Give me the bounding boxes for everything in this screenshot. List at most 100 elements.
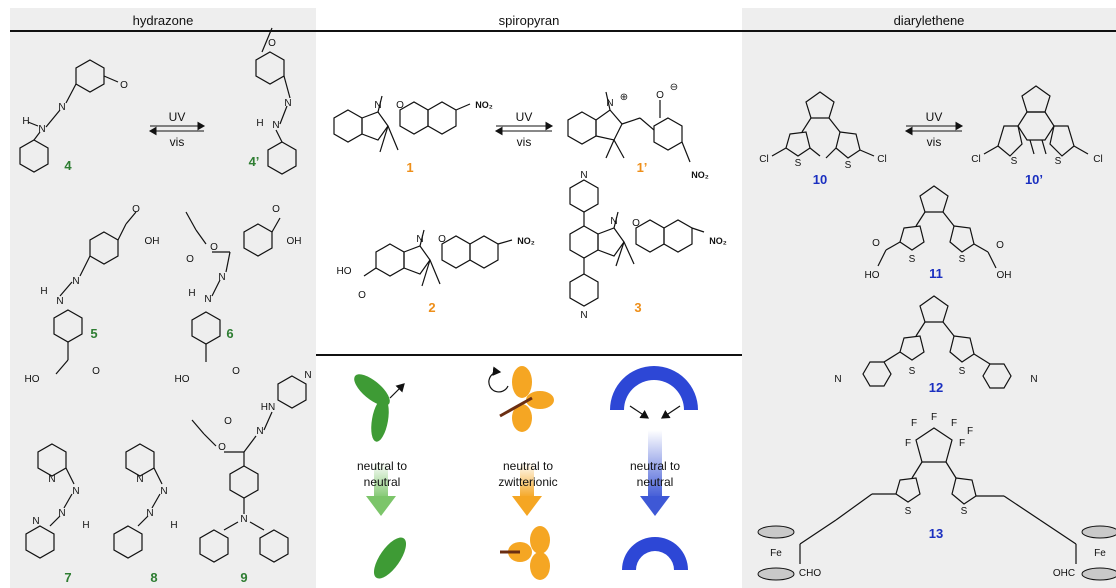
atom-N: N [272,120,279,131]
atom-HO: HO [25,374,40,385]
atom-H: H [170,520,177,531]
compound-label-10-prime: 10’ [1025,172,1043,187]
atom-O: O [632,218,640,229]
uv-label: UV [169,110,186,124]
compound-label-1-prime: 1’ [637,160,648,175]
atom-S: S [909,254,916,265]
atom-N: N [32,516,39,527]
atom-Cl: Cl [971,154,980,165]
charge-minus: ⊖ [670,82,678,93]
atom-F: F [911,418,917,429]
compound-label-1: 1 [406,160,413,175]
atom-O: O [268,38,276,49]
compound-label-2: 2 [428,300,435,315]
hydrazone-header-bg [10,8,316,31]
molecule-1-prime [567,91,691,163]
atom-O: O [186,254,194,265]
atom-S: S [795,158,802,169]
atom-NO2: NO₂ [709,236,727,246]
molecule-4 [19,59,119,173]
atom-N: N [72,276,79,287]
compound-label-6: 6 [226,326,233,341]
atom-Cl: Cl [877,154,886,165]
molecule-10-prime [983,85,1089,157]
molecule-4-prime [255,27,297,175]
compound-label-3: 3 [634,300,641,315]
molecule-13 [757,427,1116,581]
compound-label-4-prime: 4’ [249,154,260,169]
atom-OH: OH [997,270,1012,281]
atom-O: O [210,242,218,253]
atom-O: O [218,442,226,453]
atom-N: N [48,474,55,485]
atom-N: N [256,426,263,437]
diarylethene-panel [742,31,1116,588]
atom-H: H [188,288,195,299]
atom-O: O [120,80,128,91]
vis-label: vis [170,135,185,149]
atom-H: H [256,118,263,129]
atom-F: F [931,412,937,423]
molecule-7 [25,443,75,559]
atom-S: S [961,506,968,517]
orange-caption-line2: zwitterionic [498,475,557,489]
atom-N: N [204,294,211,305]
green-caption-line1: neutral to [357,459,407,473]
compound-label-11: 11 [929,266,943,281]
molecule-2 [363,229,513,287]
molecule-12 [862,295,1012,389]
atom-F: F [905,438,911,449]
atom-O: O [996,240,1004,251]
atom-OHC: OHC [1053,568,1075,579]
molecule-1 [333,95,471,153]
atom-S: S [959,254,966,265]
atom-N: N [606,98,613,109]
atom-O: O [224,416,232,427]
atom-N: N [284,98,291,109]
hydrazone-panel [10,31,316,588]
molecule-9 [191,375,307,563]
molecule-3 [569,179,705,307]
atom-F: F [959,438,965,449]
blue-mechanism [610,366,698,570]
compound-label-9: 9 [240,570,247,585]
orange-mechanism [488,366,554,580]
atom-S: S [845,160,852,171]
atom-Cl: Cl [759,154,768,165]
atom-N: N [610,216,617,227]
atom-N: N [834,374,841,385]
compound-label-13: 13 [929,526,943,541]
atom-O: O [396,100,404,111]
atom-N: N [374,100,381,111]
atom-N: N [136,474,143,485]
blue-caption-line2: neutral [637,475,674,489]
compound-label-7: 7 [64,570,71,585]
atom-NO2: NO₂ [475,100,493,110]
compound-label-5: 5 [90,326,97,341]
atom-O: O [358,290,366,301]
atom-N: N [580,170,587,181]
atom-O: O [438,234,446,245]
molecule-5 [53,211,137,375]
atom-HN: HN [261,402,275,413]
atom-O: O [132,204,140,215]
atom-NO2: NO₂ [517,236,535,246]
atom-Fe: Fe [1094,548,1106,559]
compound-label-8: 8 [150,570,157,585]
compound-label-4: 4 [64,158,72,173]
atom-S: S [909,366,916,377]
green-caption-line2: neutral [364,475,401,489]
green-mechanism [354,374,407,579]
atom-HO: HO [175,374,190,385]
atom-N: N [58,508,65,519]
atom-Cl: Cl [1093,154,1102,165]
charge-plus: ⊕ [620,92,628,103]
atom-Fe: Fe [770,548,782,559]
atom-H: H [40,286,47,297]
atom-NO2: NO₂ [691,170,709,180]
atom-S: S [1055,156,1062,167]
atom-N: N [218,272,225,283]
vis-label: vis [927,135,942,149]
